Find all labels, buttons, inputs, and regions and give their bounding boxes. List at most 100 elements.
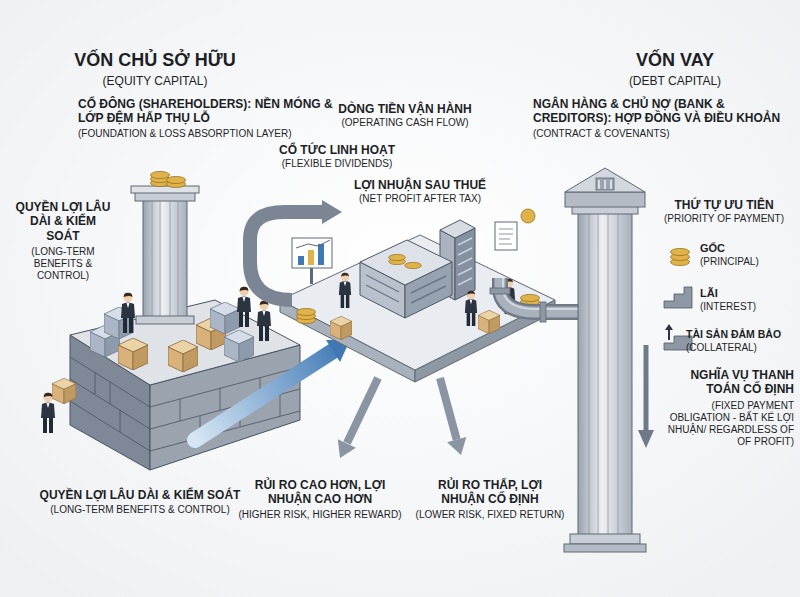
debt-pipe [490,278,580,322]
blue-flow-arrow [195,351,333,440]
callout-translation: (CONTRACT & COVENANTS) [533,128,793,140]
platform-items [297,308,316,315]
chart-board [298,256,304,265]
callout-translation: (NET PROFIT AFTER TAX) [340,193,500,205]
dividend-loop-arrow [250,200,342,300]
risk-arrows [338,439,356,458]
payment-arrow [644,345,649,432]
shareholder-people [257,301,271,341]
company-building [360,220,475,318]
chart-board [292,238,332,268]
callout-label: QUYỀN LỢI LÂU DÀI & KIỂM SOÁT [30,488,250,502]
company-building [455,228,475,300]
risk-arrows [347,378,378,443]
section-heading: VỐN CHỦ SỞ HỮU [55,50,255,72]
shareholder-people [121,293,135,333]
debt-pillar [565,192,645,207]
debt-pillar [578,208,632,536]
callout-translation: (FLEXIBLE DIVIDENDS) [262,158,412,170]
section-subtitle: (EQUITY CAPITAL) [55,74,255,88]
blue-flow-arrow [195,340,350,440]
equity-blocks [52,378,76,404]
dividend-loop-arrow [322,200,342,224]
debt-pillar [565,168,645,192]
debt-pillar [596,178,614,190]
debt-pillar [564,168,646,552]
callout-label: LỢI NHUẬN SAU THUẾ [340,178,500,192]
callout-translation: (FOUNDATION & LOSS ABSORPTION LAYER) [78,128,348,140]
chart-board [318,244,324,265]
section-subtitle: (DEBT CAPITAL) [590,74,760,88]
payment-arrow [638,345,654,448]
company-building [405,262,422,268]
callout-translation: (FIXED PAYMENT OBLIGATION - BẤT KỂ LỢI N… [660,400,794,448]
callout-translation: (HIGHER RISK, HIGHER REWARD) [230,509,410,521]
callout-label: RỦI RO THẤP, LỢI NHUẬN CỐ ĐỊNH [420,478,560,507]
callout-label: THỨ TỰ ƯU TIÊN [655,198,793,212]
company-building [440,220,475,238]
platform-items [330,316,352,339]
callout-label: CỔ ĐÔNG (SHAREHOLDERS): NỀN MÓNG & LỚP Đ… [78,97,340,126]
priority-label: TÀI SẢN ĐẢM BẢO [686,328,796,341]
callout-label: CỔ TỨC LINH HOẠT [262,143,412,157]
equity-pillar [167,176,186,183]
equity-pillar [151,171,170,178]
callout-translation: (INTEREST) [700,301,790,313]
shareholder-people [41,287,271,433]
equity-blocks [210,302,240,334]
priority-icons [665,324,673,330]
callout-label: RỦI RO CAO HƠN, LỢI NHUẬN CAO HƠN [245,478,395,507]
chart-board [521,209,535,223]
debt-pillar [564,544,646,552]
equity-blocks [168,340,198,372]
callout-translation: (PRINCIPAL) [700,256,790,268]
debt-pillar [599,180,611,189]
platform-items [521,294,540,301]
platform-items [478,310,500,333]
priority-icons [664,287,692,308]
priority-label: LÃI [700,287,790,300]
debt-pillar [570,534,640,544]
callout-translation: (LOWER RISK, FIXED RETURN) [405,509,575,521]
equity-blocks [224,330,254,362]
equity-pillar [131,171,199,324]
chart-board [292,209,535,284]
debt-pipe [540,302,546,322]
equity-pillar [143,200,187,318]
priority-icons [671,248,690,255]
equity-pillar [152,202,178,316]
callout-label: NGHĨA VỤ THANH TOÁN CỐ ĐỊNH [658,368,794,397]
dividend-loop-arrow [250,212,324,300]
callout-translation: (OPERATING CASH FLOW) [320,117,490,129]
chart-board [310,268,313,284]
equity-blocks [52,302,254,404]
callout-label: DÒNG TIỀN VẬN HÀNH [320,102,490,116]
equity-pillar [136,316,194,324]
shareholder-people [41,393,55,433]
chart-board [499,229,513,244]
callout-label: NGÂN HÀNG & CHỦ NỢ (BANK & CREDITORS): H… [533,97,793,126]
shareholder-people [237,287,251,327]
callout-translation: (COLLATERAL) [686,342,796,354]
risk-arrows [447,437,466,455]
risk-arrows [440,378,457,440]
callout-translation: (PRIORITY OF PAYMENT) [655,213,793,225]
debt-pillar [589,214,618,534]
platform-items [339,273,351,308]
chart-board [495,222,517,250]
chart-board [296,240,330,248]
equity-blocks [118,338,148,370]
callout-translation: (LONG-TERM BENEFITS & CONTROL) [8,246,118,282]
company-building [458,238,472,285]
chart-board [308,250,314,265]
equity-pillar [131,186,199,193]
platform-items [465,291,477,326]
callout-label: QUYỀN LỢI LÂU DÀI & KIỂM SOÁT [14,200,112,243]
risk-arrows [338,378,467,458]
priority-label: GỐC [700,242,790,255]
debt-pipe [490,288,510,294]
section-heading: VỐN VAY [590,50,760,72]
equity-base [70,300,300,470]
